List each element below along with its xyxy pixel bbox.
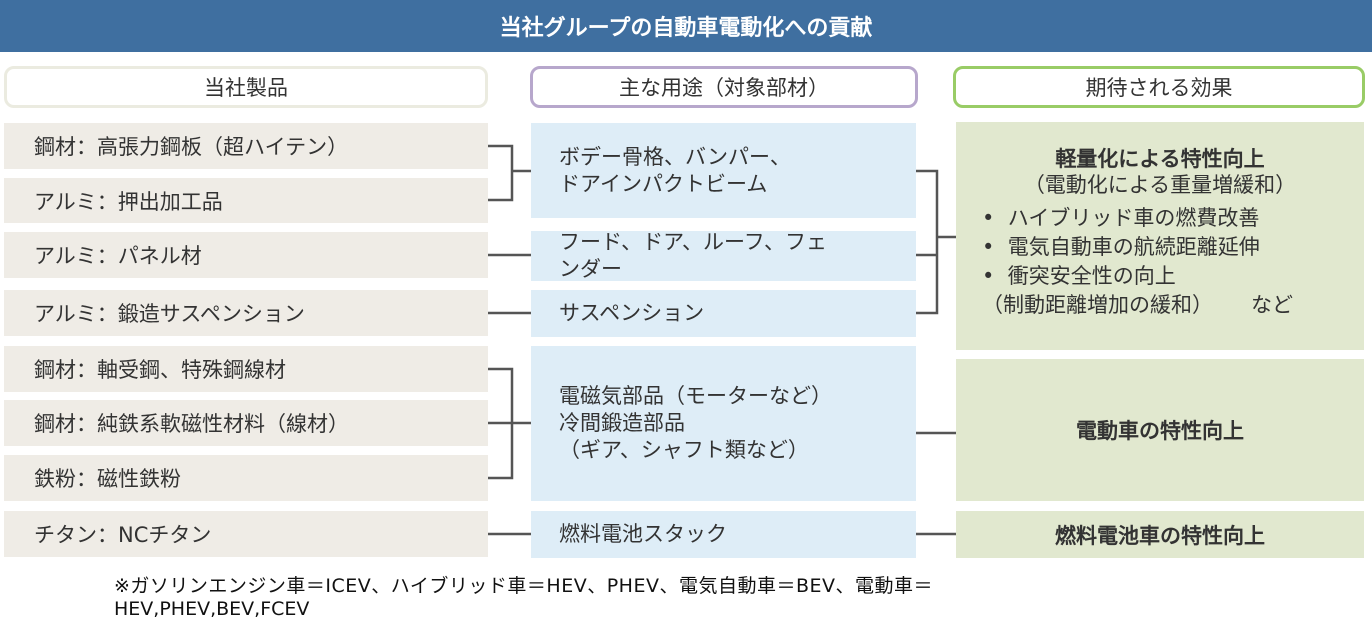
product-item: アルミ：鍛造サスペンション xyxy=(4,290,488,336)
effect-lightweight-title: 軽量化による特性向上 xyxy=(1055,147,1265,171)
use-item-fuel-cell: 燃料電池スタック xyxy=(531,511,916,558)
product-item: アルミ：パネル材 xyxy=(4,232,488,278)
product-item: 鋼材：軸受鋼、特殊鋼線材 xyxy=(4,346,488,392)
effect-bullet: • 電気自動車の航続距離延伸 xyxy=(982,235,1260,259)
effect-fcv: 燃料電池車の特性向上 xyxy=(956,511,1364,558)
use-line: 電磁気部品（モーターなど） xyxy=(559,384,832,408)
header-uses: 主な用途（対象部材） xyxy=(530,66,918,108)
use-line: 冷間鍛造部品 xyxy=(559,411,685,435)
use-line: サスペンション xyxy=(559,301,705,325)
connector-bracket xyxy=(488,367,531,480)
use-line: 燃料電池スタック xyxy=(559,522,727,546)
header-effects: 期待される効果 xyxy=(953,66,1365,108)
use-line: （ギア、シャフト類など） xyxy=(559,438,809,462)
bullet-dot-icon: • xyxy=(982,235,1008,259)
bullet-dot-icon: • xyxy=(982,206,1008,230)
use-item-body-frame: ボデー骨格、バンパー、 ドアインパクトビーム xyxy=(531,123,916,218)
use-line: フード、ドア、ルーフ、フェ xyxy=(559,230,827,254)
use-item-panels: フード、ドア、ルーフ、フェ ンダー xyxy=(531,230,916,281)
effect-bullet: • 衝突安全性の向上 xyxy=(982,264,1176,288)
product-item: 鋼材：高張力鋼板（超ハイテン） xyxy=(4,123,488,169)
effect-ev: 電動車の特性向上 xyxy=(956,359,1364,501)
product-item: 鉄粉：磁性鉄粉 xyxy=(4,455,488,501)
connector-bracket xyxy=(916,169,956,315)
use-line: ンダー xyxy=(559,257,622,281)
footnote-line-2: HEV,PHEV,BEV,FCEV xyxy=(114,598,310,620)
connector-bracket xyxy=(488,144,531,202)
bullet-dot-icon: • xyxy=(982,264,1008,288)
effect-suffix: など xyxy=(1251,293,1293,317)
use-line: ドアインパクトビーム xyxy=(559,171,768,196)
use-line: ボデー骨格、バンパー、 xyxy=(559,144,791,169)
effect-bullet-note: （制動距離増加の緩和）など xyxy=(982,293,1293,317)
use-item-electromagnetic: 電磁気部品（モーターなど） 冷間鍛造部品 （ギア、シャフト類など） xyxy=(531,346,916,501)
effect-lightweight: 軽量化による特性向上 （電動化による重量増緩和） • ハイブリッド車の燃費改善 … xyxy=(956,122,1364,350)
effect-lightweight-subtitle: （電動化による重量増緩和） xyxy=(1023,173,1297,197)
use-item-suspension: サスペンション xyxy=(531,290,916,337)
footnote-line-1: ※ガソリンエンジン車＝ICEV、ハイブリッド車＝HEV、PHEV、電気自動車＝B… xyxy=(114,575,933,597)
effect-bullet: • ハイブリッド車の燃費改善 xyxy=(982,206,1260,230)
diagram-title: 当社グループの自動車電動化への貢献 xyxy=(0,0,1372,52)
header-products: 当社製品 xyxy=(4,66,488,108)
product-item: チタン：NCチタン xyxy=(4,511,488,557)
product-item: 鋼材：純鉄系軟磁性材料（線材） xyxy=(4,400,488,446)
product-item: アルミ：押出加工品 xyxy=(4,178,488,223)
